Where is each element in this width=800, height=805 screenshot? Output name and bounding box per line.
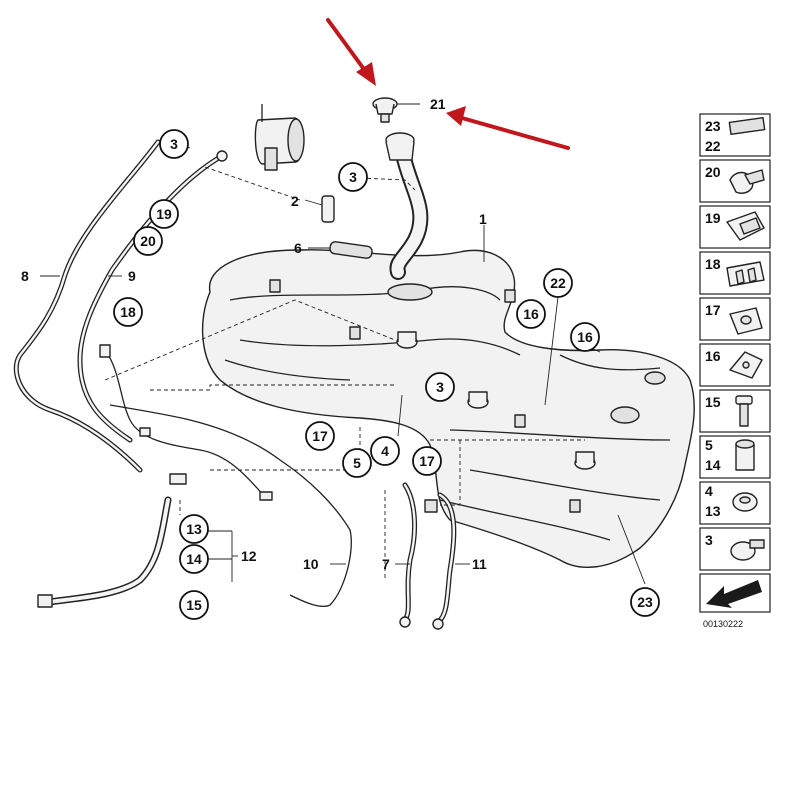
wire-harness	[99, 344, 352, 607]
svg-text:22: 22	[550, 275, 566, 291]
callout-circle-3-grommet: 3	[338, 162, 368, 192]
svg-text:22: 22	[705, 138, 721, 154]
svg-text:16: 16	[705, 348, 721, 364]
svg-text:23: 23	[705, 118, 721, 134]
callout-circle-17-b: 17	[412, 446, 442, 476]
insulation-part-6	[329, 241, 373, 259]
grommet-part-2	[321, 195, 335, 223]
svg-text:3: 3	[705, 532, 713, 548]
svg-text:15: 15	[705, 394, 721, 410]
arrow-down-to-filler-cap	[326, 18, 368, 74]
callout-8: 8	[21, 268, 29, 284]
legend-row-block-16: 16	[699, 343, 771, 387]
arrow-head-top	[356, 62, 376, 86]
highlight-arrows	[326, 18, 570, 150]
svg-text:13: 13	[705, 503, 721, 519]
callout-11: 11	[472, 556, 487, 572]
fuel-line-8	[13, 139, 187, 485]
svg-text:17: 17	[312, 428, 328, 444]
svg-text:16: 16	[577, 329, 593, 345]
callout-circle-3-top-left: 3	[159, 129, 189, 159]
callout-2: 2	[291, 193, 299, 209]
svg-text:16: 16	[523, 306, 539, 322]
svg-text:4: 4	[381, 443, 389, 459]
svg-text:3: 3	[349, 169, 357, 185]
fuel-line-7-11	[399, 482, 457, 630]
legend-row-spacer-5-14: 5 14	[699, 435, 771, 479]
callout-7: 7	[382, 556, 390, 572]
callout-circle-5: 5	[342, 448, 372, 478]
legend-row-clamp-20: 20	[699, 159, 771, 203]
callout-1: 1	[479, 211, 487, 227]
parts-legend: 23 22 20 19 18 17	[699, 113, 771, 629]
fuel-line-9	[77, 150, 228, 443]
fuel-tank	[201, 249, 695, 568]
svg-text:19: 19	[156, 206, 172, 222]
svg-text:5: 5	[705, 437, 713, 453]
callout-10: 10	[303, 556, 319, 572]
callout-6: 6	[294, 240, 302, 256]
arrow-head-right	[446, 106, 466, 126]
callout-21: 21	[430, 96, 446, 112]
plain-callouts: 21 2 6 1 8 9 10 7 11 12	[21, 96, 487, 572]
svg-text:3: 3	[436, 379, 444, 395]
circled-callouts: 3 3 19 20 18 22 16 16 3 17 4 5 17 13 14 …	[113, 129, 660, 620]
legend-row-clamp-3: 3	[699, 527, 771, 571]
svg-text:13: 13	[186, 521, 202, 537]
callout-circle-16-a: 16	[516, 299, 546, 329]
legend-row-bolt-15: 15	[699, 389, 771, 433]
svg-text:18: 18	[120, 304, 136, 320]
legend-row-clip-18: 18	[699, 251, 771, 295]
callout-circle-17-a: 17	[305, 421, 335, 451]
svg-text:14: 14	[186, 551, 202, 567]
tank-strap-15	[37, 496, 172, 608]
svg-text:18: 18	[705, 256, 721, 272]
callout-circle-3-tank: 3	[425, 372, 455, 402]
callout-circle-19: 19	[149, 199, 179, 229]
svg-text:17: 17	[419, 453, 435, 469]
callout-9: 9	[128, 268, 136, 284]
legend-row-direction-arrow	[699, 573, 771, 613]
arrow-icon	[706, 580, 762, 608]
svg-text:4: 4	[705, 483, 713, 499]
reference-code: 00130222	[703, 619, 743, 629]
callout-circle-14: 14	[179, 544, 209, 574]
filler-neck	[385, 132, 429, 280]
callout-circle-15: 15	[179, 590, 209, 620]
legend-row-pad: 23 22	[699, 113, 771, 157]
callout-circle-22: 22	[543, 268, 573, 298]
svg-text:15: 15	[186, 597, 202, 613]
svg-text:19: 19	[705, 210, 721, 226]
legend-row-pad-17: 17	[699, 297, 771, 341]
arrow-left-to-label-21	[460, 116, 570, 150]
filler-cap	[372, 97, 398, 123]
callout-circle-16-b: 16	[570, 322, 600, 352]
svg-text:5: 5	[353, 455, 361, 471]
callout-circle-20: 20	[133, 226, 163, 256]
callout-circle-18: 18	[113, 297, 143, 327]
svg-text:17: 17	[705, 302, 721, 318]
legend-row-clip-19: 19	[699, 205, 771, 249]
svg-text:23: 23	[637, 594, 653, 610]
svg-text:20: 20	[140, 233, 156, 249]
callout-circle-4: 4	[370, 436, 400, 466]
callout-12: 12	[241, 548, 257, 564]
svg-text:3: 3	[170, 136, 178, 152]
legend-row-grommet-4-13: 4 13	[699, 481, 771, 525]
svg-text:20: 20	[705, 164, 721, 180]
svg-text:14: 14	[705, 457, 721, 473]
callout-circle-13: 13	[179, 514, 209, 544]
callout-circle-23: 23	[630, 587, 660, 617]
charcoal-canister	[254, 104, 305, 171]
